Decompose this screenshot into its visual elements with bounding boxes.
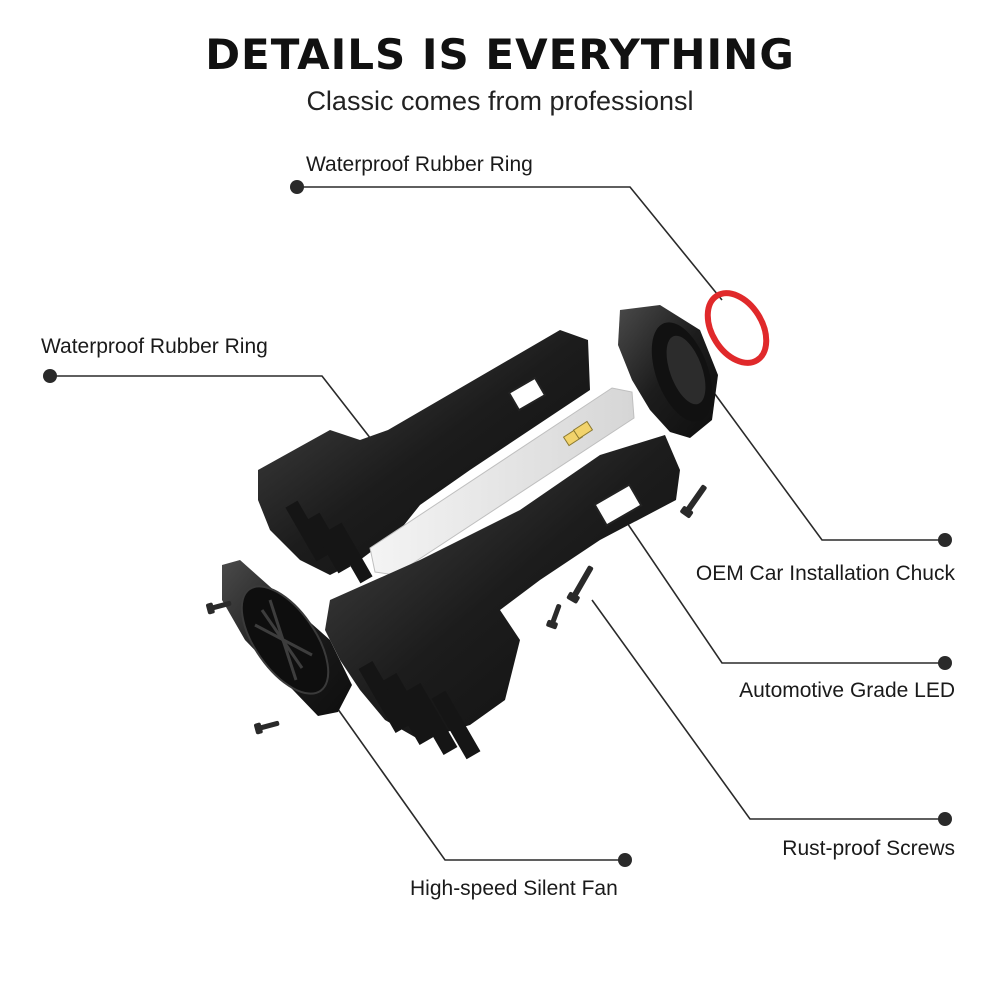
- callout-fan: High-speed Silent Fan: [410, 877, 618, 900]
- leader-dot-ring-top: [290, 180, 304, 194]
- screw-icon: [566, 565, 594, 604]
- screw-icon: [546, 604, 562, 630]
- screw-icon: [680, 484, 707, 518]
- leader-dot-chuck: [938, 533, 952, 547]
- page-title: DETAILS IS EVERYTHING: [205, 30, 795, 79]
- screw-icon: [206, 600, 232, 615]
- screws: [206, 484, 707, 735]
- leader-line-led: [597, 479, 945, 664]
- page-subtitle: Classic comes from professionsl: [306, 86, 694, 116]
- rubber-ring: [704, 290, 770, 366]
- installation-chuck: [618, 305, 718, 438]
- leader-dot-fan: [618, 853, 632, 867]
- callout-chuck: OEM Car Installation Chuck: [695, 562, 955, 585]
- leader-dot-led: [938, 656, 952, 670]
- leader-line-fan: [334, 704, 625, 861]
- led-chip: [572, 420, 594, 440]
- cooling-fan: [222, 560, 352, 716]
- leader-line-ring-left: [50, 375, 379, 449]
- heatsink-upper: [258, 330, 590, 584]
- callout-led: Automotive Grade LED: [739, 679, 955, 702]
- heatsink-lower: [325, 435, 680, 760]
- leader-line-ring-top: [297, 186, 723, 301]
- led-board: [369, 387, 635, 576]
- leader-dot-ring-left: [43, 369, 57, 383]
- leader-line-chuck: [711, 389, 945, 541]
- callout-ring-left: Waterproof Rubber Ring: [41, 335, 268, 358]
- callout-screws: Rust-proof Screws: [782, 837, 955, 860]
- callout-ring-top: Waterproof Rubber Ring: [306, 153, 533, 176]
- leader-line-screws: [591, 599, 945, 820]
- leader-dot-screws: [938, 812, 952, 826]
- screw-icon: [254, 720, 280, 735]
